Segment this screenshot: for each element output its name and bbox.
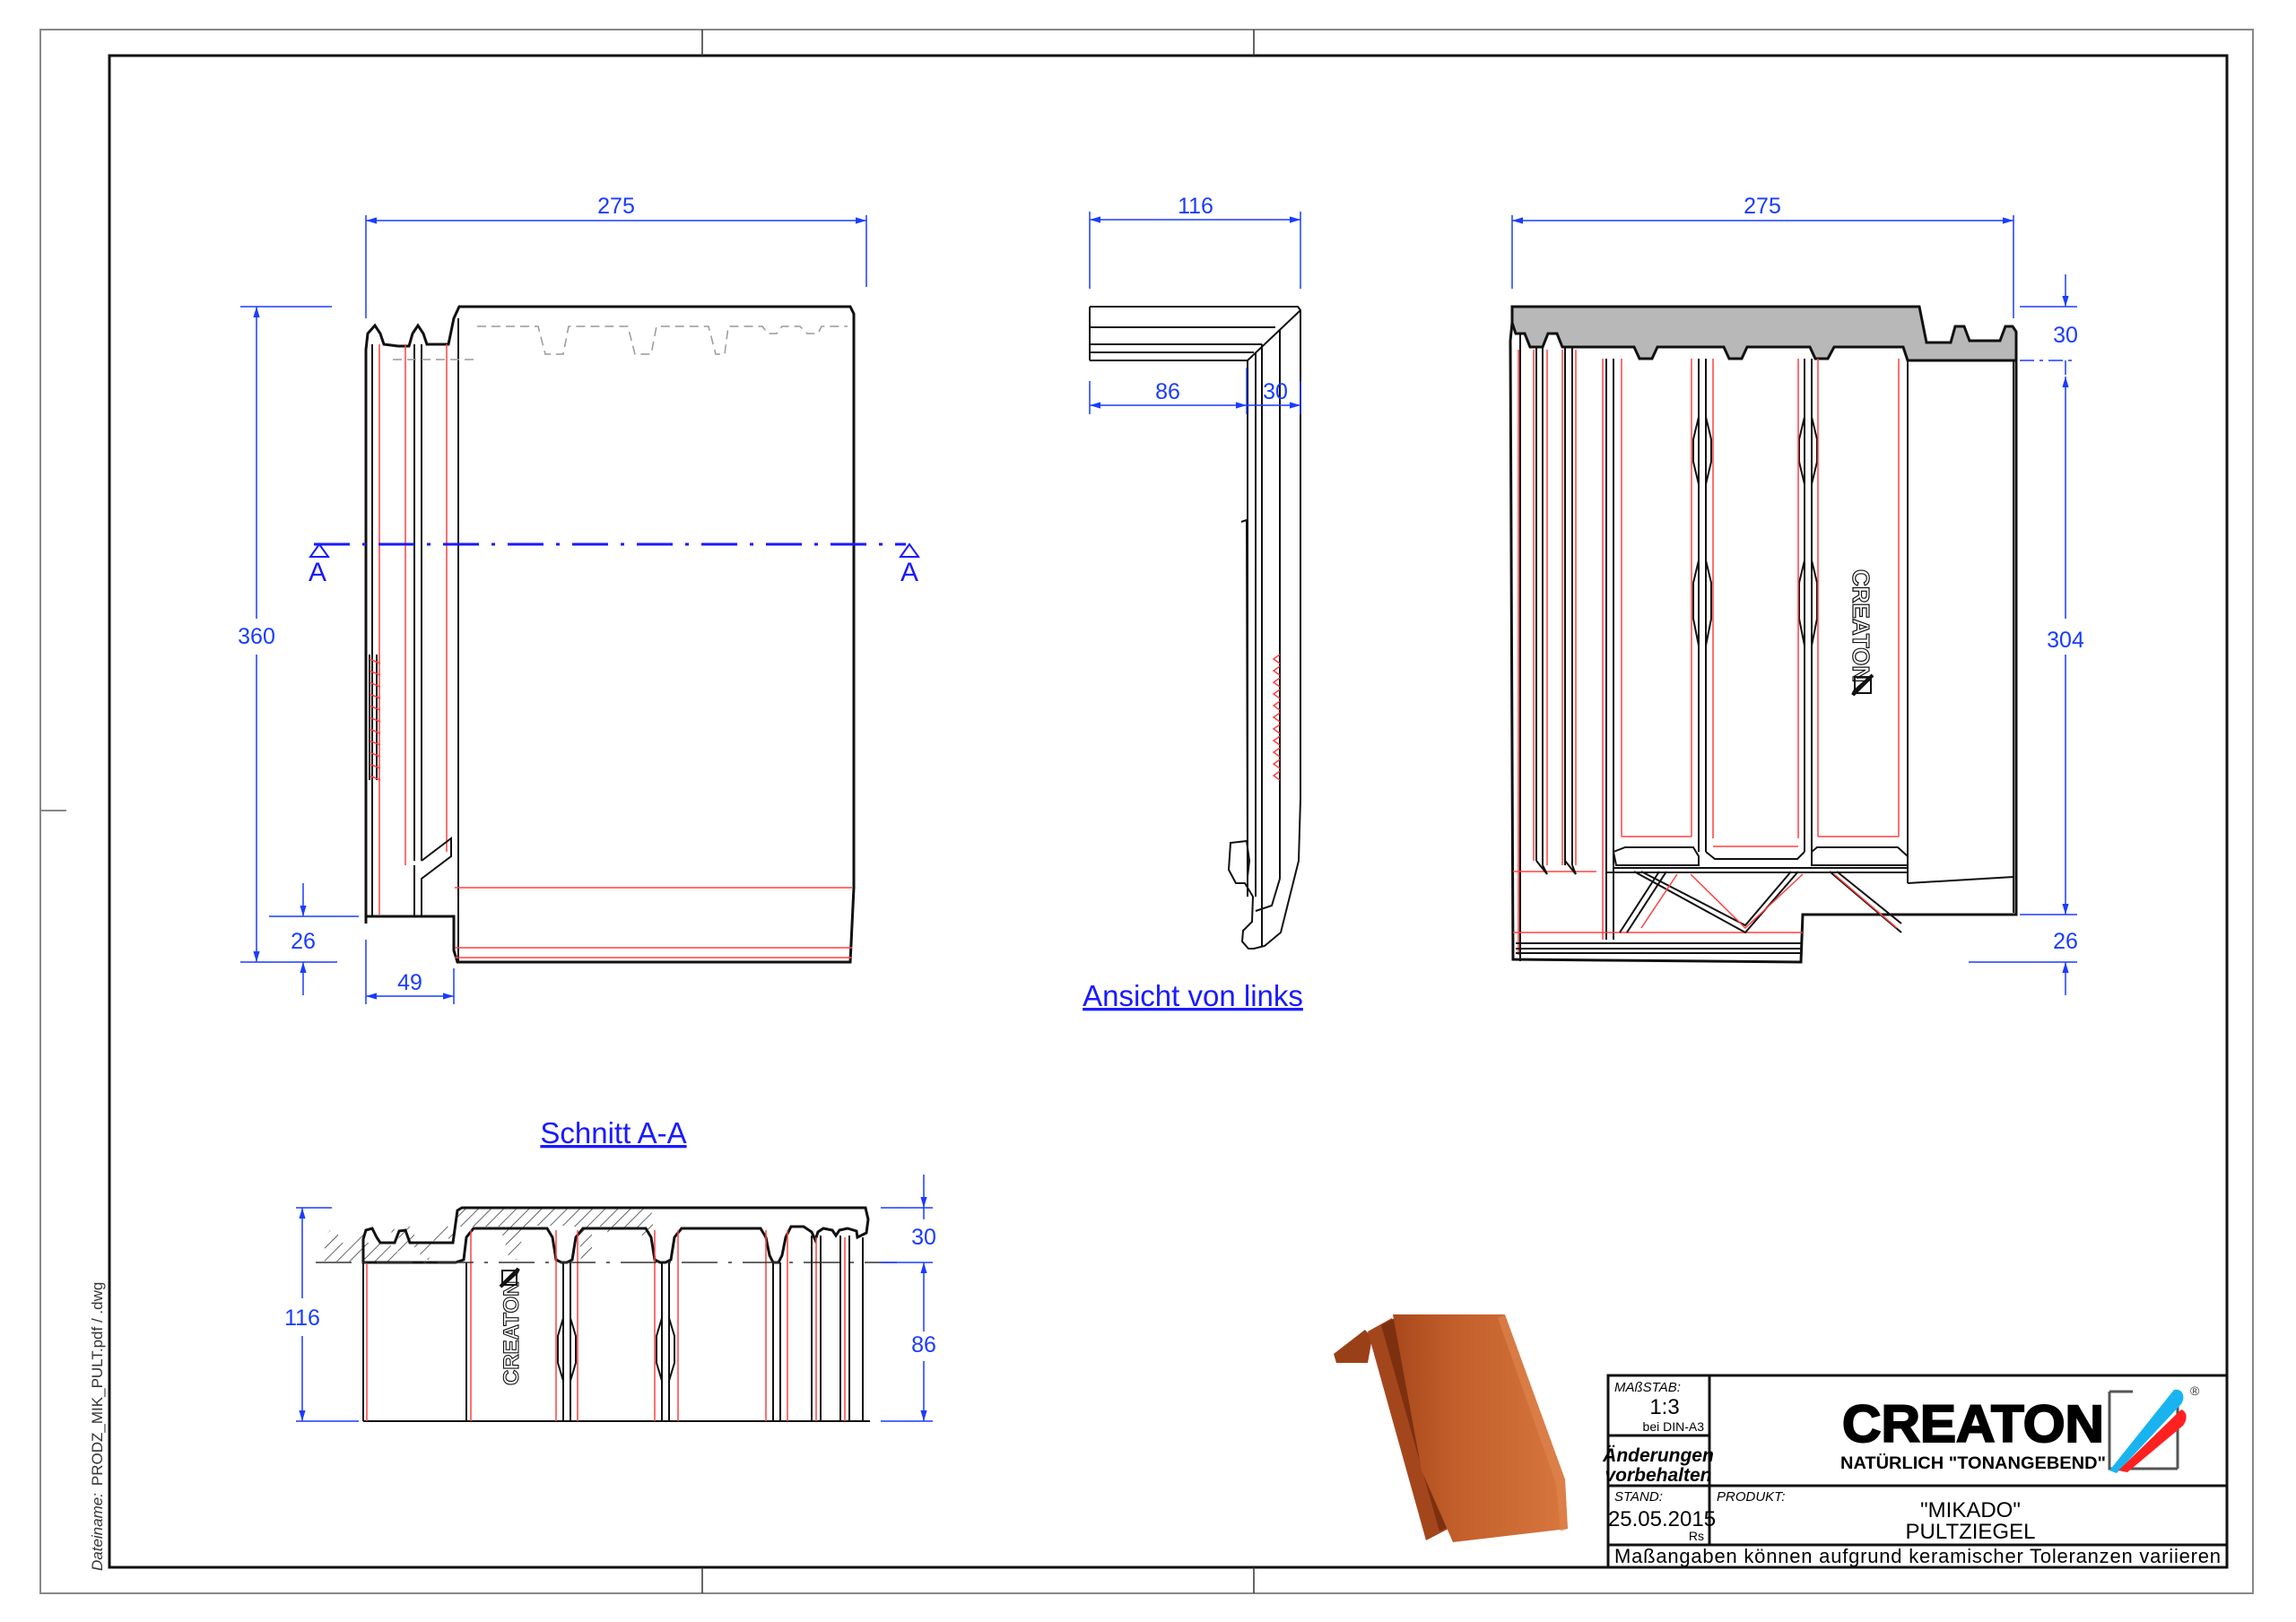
registered-mark: ® — [2190, 1383, 2200, 1398]
svg-text:30: 30 — [911, 1225, 936, 1250]
scale-note: bei DIN-A3 — [1643, 1419, 1705, 1434]
product-label: PRODUKT: — [1717, 1489, 1785, 1505]
product-name: "MIKADO" — [1920, 1498, 2021, 1522]
author-initials: Rs — [1689, 1529, 1704, 1543]
section-marker-right: A — [900, 558, 918, 587]
svg-text:49: 49 — [397, 970, 422, 995]
svg-text:86: 86 — [1155, 379, 1180, 404]
svg-text:30: 30 — [2053, 323, 2078, 348]
svg-text:26: 26 — [2053, 929, 2078, 954]
svg-text:275: 275 — [1744, 194, 1781, 219]
svg-text:CREATON: CREATON — [1842, 1395, 2104, 1453]
scale-value: 1:3 — [1649, 1395, 1679, 1419]
nail-hole-row — [369, 655, 381, 781]
sheet-frame — [39, 29, 2254, 1594]
svg-text:NATÜRLICH "TONANGEBEND": NATÜRLICH "TONANGEBEND" — [1840, 1454, 2106, 1473]
product-type: PULTZIEGEL — [1906, 1520, 2036, 1544]
svg-text:275: 275 — [597, 194, 635, 219]
side-view-title: Ansicht von links — [1083, 979, 1303, 1012]
section-view: CREATON — [316, 1206, 897, 1422]
svg-text:360: 360 — [238, 624, 275, 649]
front-view-dimensions: 275 360 26 49 — [238, 194, 867, 1004]
scale-label: MAßSTAB: — [1614, 1380, 1681, 1395]
front-view: A A — [309, 305, 920, 964]
back-view-dimensions: 275 30 304 26 — [1511, 194, 2084, 995]
svg-text:116: 116 — [284, 1305, 320, 1331]
svg-text:86: 86 — [911, 1332, 936, 1357]
creaton-section-logo: CREATON — [499, 1267, 525, 1386]
back-view: CREATON — [1509, 305, 2018, 964]
side-view-dimensions: 116 86 30 — [1089, 194, 1301, 414]
section-view-dimensions: 116 30 86 — [284, 1175, 936, 1422]
section-marker-left: A — [309, 558, 326, 587]
title-block: MAßSTAB: 1:3 bei DIN-A3 Änderungen vorbe… — [1602, 1374, 2229, 1569]
svg-text:CREATON: CREATON — [500, 1281, 524, 1385]
changes-note-line1: Änderungen — [1602, 1445, 1714, 1466]
creaton-brand-logo: CREATON NATÜRLICH "TONANGEBEND" ® — [1840, 1383, 2200, 1473]
tolerance-disclaimer: Maßangaben können aufgrund keramischer T… — [1614, 1545, 2221, 1567]
svg-text:26: 26 — [291, 929, 316, 954]
filename-label: Dateiname:PRODZ_MIK_PULT.pdf / .dwg — [89, 1282, 106, 1571]
svg-text:30: 30 — [1263, 379, 1288, 404]
svg-text:304: 304 — [2047, 628, 2084, 653]
date-value: 25.05.2015 — [1608, 1507, 1716, 1531]
side-view — [1089, 306, 1301, 950]
svg-text:116: 116 — [1178, 194, 1213, 219]
product-photo-tile — [1334, 1314, 1568, 1542]
section-view-title: Schnitt A-A — [540, 1116, 686, 1149]
changes-note-line2: vorbehalten — [1605, 1465, 1711, 1486]
svg-text:CREATON: CREATON — [1848, 569, 1874, 682]
date-label: STAND: — [1614, 1489, 1663, 1505]
creaton-embossed-logo: CREATON — [1847, 568, 1875, 697]
